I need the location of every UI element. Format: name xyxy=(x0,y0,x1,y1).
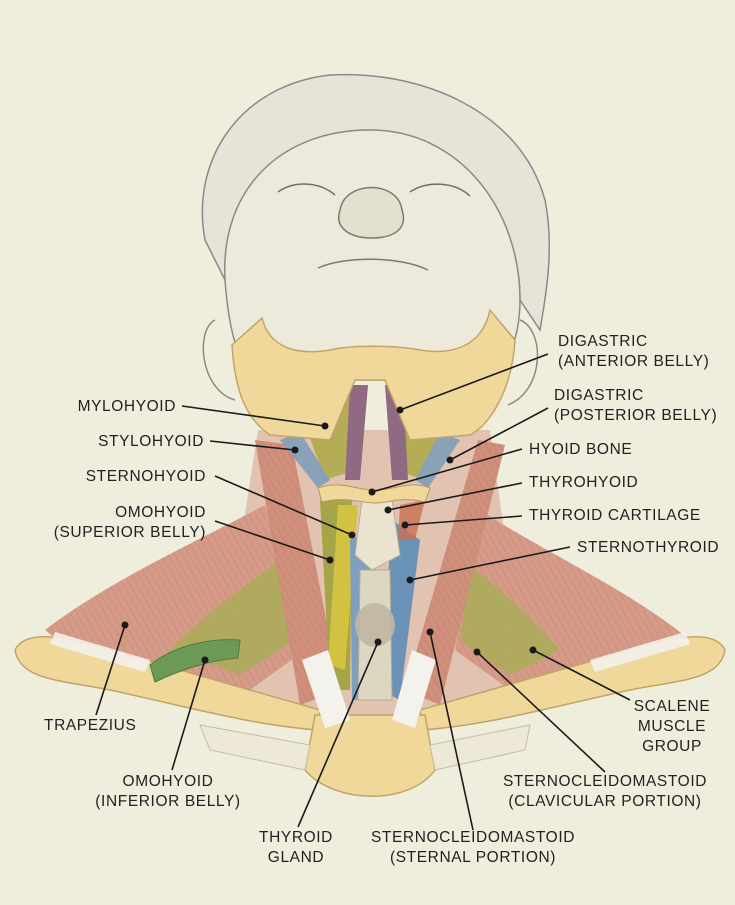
label-line: GLAND xyxy=(267,849,325,866)
label-line: (ANTERIOR BELLY) xyxy=(558,353,710,370)
nose xyxy=(338,186,405,239)
label-scm-clavicular-portion: STERNOCLEIDOMASTOID (CLAVICULAR PORTION) xyxy=(490,772,720,812)
right-ear xyxy=(507,319,539,406)
label-scm-sternal-portion: STERNOCLEIDOMASTOID (STERNAL PORTION) xyxy=(358,828,588,868)
label-digastric-posterior-belly: DIGASTRIC (POSTERIOR BELLY) xyxy=(554,386,717,426)
label-trapezius: TRAPEZIUS xyxy=(44,717,137,734)
label-line: THYROID xyxy=(259,829,333,846)
leader-lines xyxy=(95,353,631,831)
label-thyroid-cartilage: THYROID CARTILAGE xyxy=(529,507,701,524)
label-line: SCALENE xyxy=(633,698,711,715)
label-line: DIGASTRIC xyxy=(558,333,648,350)
label-line: (CLAVICULAR PORTION) xyxy=(508,793,702,810)
left-ear xyxy=(202,319,236,401)
label-omohyoid-inferior-belly: OMOHYOID (INFERIOR BELLY) xyxy=(88,772,248,812)
label-thyrohyoid: THYROHYOID xyxy=(529,474,639,491)
label-line: DIGASTRIC xyxy=(554,387,644,404)
label-line: (STERNAL PORTION) xyxy=(389,849,557,866)
leader-dots xyxy=(121,406,537,664)
label-line: (SUPERIOR BELLY) xyxy=(53,524,206,541)
label-digastric-anterior-belly: DIGASTRIC (ANTERIOR BELLY) xyxy=(558,332,709,372)
label-sternohyoid: STERNOHYOID xyxy=(85,468,206,485)
label-line: STERNOCLEIDOMASTOID xyxy=(502,773,708,790)
left-eye xyxy=(277,183,336,196)
label-line: STERNOCLEIDOMASTOID xyxy=(370,829,576,846)
digastric-anterior-belly xyxy=(345,385,368,480)
mandible xyxy=(231,308,516,441)
mouth xyxy=(317,258,429,271)
label-thyroid-gland: THYROID GLAND xyxy=(246,828,346,868)
label-line: MUSCLE xyxy=(637,718,707,735)
omohyoid-inferior-belly xyxy=(149,639,241,683)
label-hyoid-bone: HYOID BONE xyxy=(529,441,633,458)
label-scalene-muscle-group: SCALENE MUSCLE GROUP xyxy=(622,697,722,757)
label-line: OMOHYOID xyxy=(115,504,206,521)
label-stylohyoid: STYLOHYOID xyxy=(98,433,204,450)
label-line: (POSTERIOR BELLY) xyxy=(554,407,718,424)
label-line: (INFERIOR BELLY) xyxy=(95,793,241,810)
thyroid-gland xyxy=(355,603,395,647)
stylohyoid-muscle xyxy=(280,432,330,488)
label-line: OMOHYOID xyxy=(122,773,214,790)
label-line: GROUP xyxy=(642,738,702,755)
right-eye xyxy=(409,183,471,197)
label-sternothyroid: STERNOTHYROID xyxy=(577,539,720,556)
label-omohyoid-superior-belly: OMOHYOID (SUPERIOR BELLY) xyxy=(20,503,206,543)
sternum-manubrium xyxy=(304,714,436,797)
label-mylohyoid: MYLOHYOID xyxy=(77,398,176,415)
head-sketch xyxy=(201,73,551,406)
